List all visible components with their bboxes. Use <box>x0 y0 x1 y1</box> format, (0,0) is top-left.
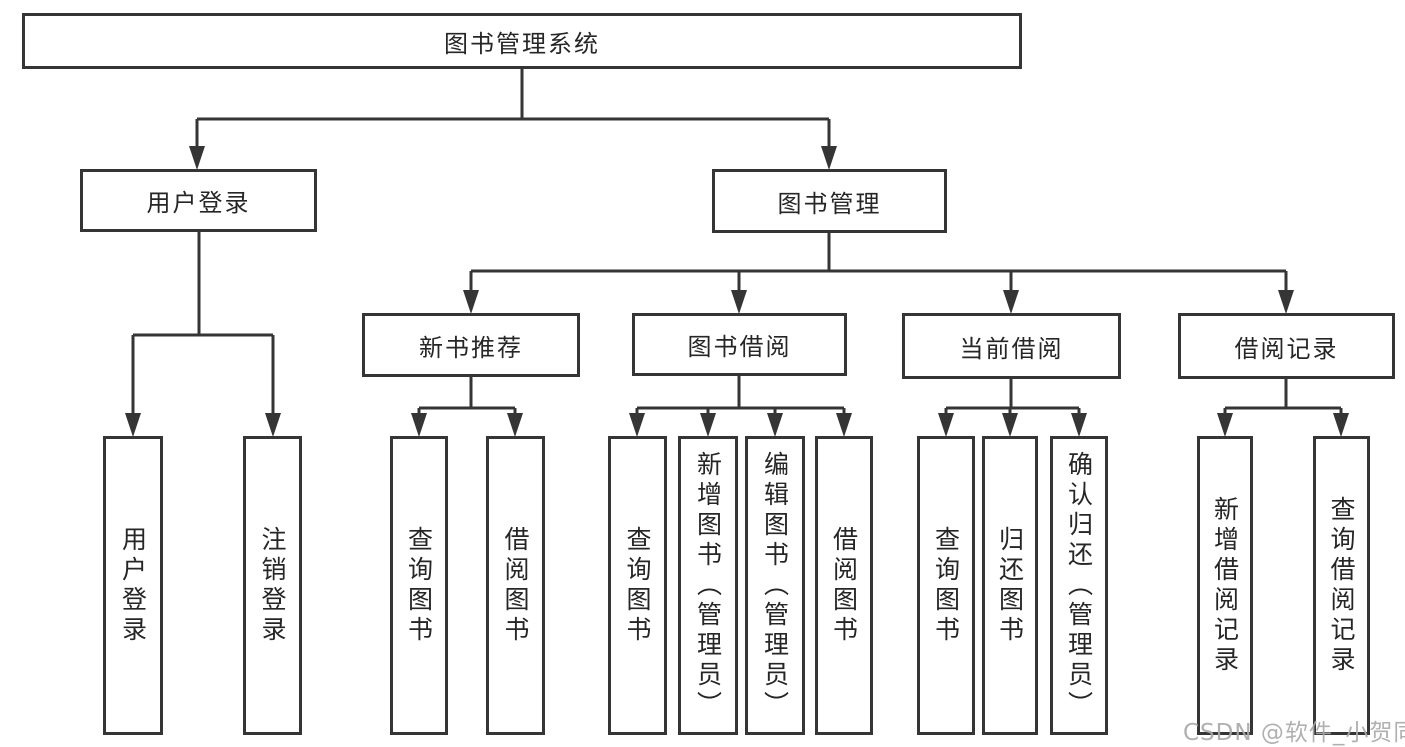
node-leaf-query-books-newbook: 查询图书 <box>390 436 448 735</box>
node-book-borrowing: 图书借阅 <box>632 313 847 376</box>
node-current-borrowing: 当前借阅 <box>902 313 1121 379</box>
arrowhead-icons <box>125 146 1349 437</box>
node-label: 注销登录 <box>258 525 287 646</box>
node-label: 查询图书 <box>931 525 961 646</box>
node-label: 用户登录 <box>118 525 148 646</box>
node-book-management-system: 图书管理系统 <box>22 13 1022 69</box>
node-label: 确认归还（管理员） <box>1064 450 1094 721</box>
node-leaf-query-books-borrowing: 查询图书 <box>608 436 667 735</box>
node-label: 归还图书 <box>995 525 1025 646</box>
node-book-management: 图书管理 <box>712 169 947 233</box>
node-leaf-edit-books-admin: 编辑图书（管理员） <box>745 436 805 735</box>
node-label: 借阅图书 <box>829 525 859 646</box>
node-leaf-add-borrow-record: 新增借阅记录 <box>1197 436 1253 735</box>
node-leaf-borrow-books-newbook: 借阅图书 <box>486 436 545 735</box>
node-leaf-borrow-books-borrowing: 借阅图书 <box>815 436 873 735</box>
node-leaf-return-books: 归还图书 <box>982 436 1038 735</box>
node-label: 查询图书 <box>404 525 434 646</box>
node-leaf-query-borrow-record: 查询借阅记录 <box>1313 436 1370 735</box>
node-label: 借阅记录 <box>1234 334 1339 363</box>
node-borrowing-records: 借阅记录 <box>1178 313 1395 379</box>
node-label: 新书推荐 <box>419 333 523 362</box>
node-leaf-confirm-return-admin: 确认归还（管理员） <box>1050 436 1108 735</box>
node-label: 当前借阅 <box>959 334 1064 363</box>
node-leaf-query-books-current: 查询图书 <box>917 436 975 735</box>
node-label: 查询图书 <box>623 525 652 646</box>
node-label: 查询借阅记录 <box>1327 495 1356 676</box>
node-label: 用户登录 <box>146 189 251 217</box>
node-user-login: 用户登录 <box>80 169 317 232</box>
node-label: 借阅图书 <box>501 525 530 646</box>
node-label: 图书借阅 <box>687 333 792 361</box>
node-label: 图书管理 <box>777 189 882 218</box>
node-leaf-add-books-admin: 新增图书（管理员） <box>678 436 738 735</box>
node-label: 图书管理系统 <box>444 29 600 58</box>
csdn-watermark: CSDN @软件_小贺同学 <box>1183 720 1405 746</box>
node-new-book-recommendation: 新书推荐 <box>362 313 580 377</box>
node-label: 新增借阅记录 <box>1210 495 1240 676</box>
node-label: 编辑图书（管理员） <box>760 450 790 721</box>
node-leaf-user-login: 用户登录 <box>103 436 163 735</box>
node-leaf-logout: 注销登录 <box>243 436 302 735</box>
node-label: 新增图书（管理员） <box>693 450 723 721</box>
